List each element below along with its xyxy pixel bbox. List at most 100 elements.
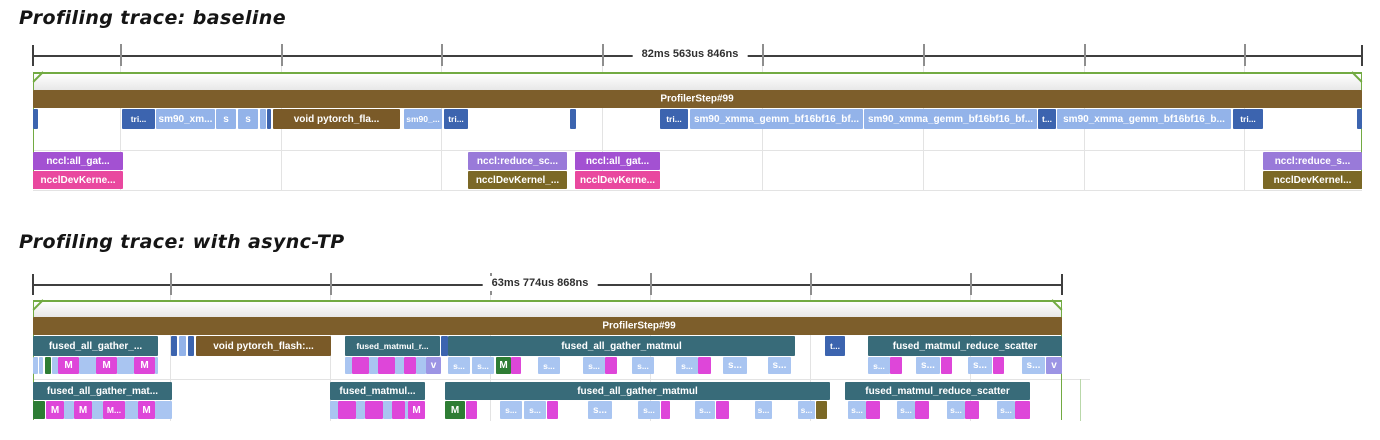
stream2-kernel-slice[interactable] bbox=[365, 401, 383, 419]
stream1-kernel-slice[interactable]: s... bbox=[723, 357, 747, 374]
nccl-kernel-slice[interactable]: ncclDevKernel_... bbox=[468, 171, 567, 189]
stream1-kernel-slice[interactable]: s... bbox=[472, 357, 494, 374]
stream1-kernel-slice[interactable] bbox=[404, 357, 416, 374]
stream1-kernel-slice[interactable] bbox=[941, 357, 952, 374]
stream2-kernel-slice[interactable] bbox=[64, 401, 74, 419]
stream1-kernel-slice[interactable] bbox=[416, 357, 426, 374]
gpu-kernel-slice[interactable]: t... bbox=[1038, 109, 1056, 129]
stream2-kernel-slice[interactable]: s... bbox=[638, 401, 660, 419]
gpu-kernel-slice[interactable]: void pytorch_fla... bbox=[273, 109, 400, 129]
nccl-op-slice[interactable]: nccl:all_gat... bbox=[575, 152, 660, 170]
nccl-op-slice[interactable]: nccl:reduce_sc... bbox=[468, 152, 567, 170]
stream1-kernel-slice[interactable]: M bbox=[58, 357, 79, 374]
gpu-kernel-slice[interactable]: sm90_xm... bbox=[156, 109, 215, 129]
gpu-kernel-slice[interactable]: sm90_... bbox=[404, 109, 442, 129]
stream1-op-slice[interactable]: fused_all_gather_... bbox=[33, 336, 158, 356]
stream1-kernel-slice[interactable]: s... bbox=[1022, 357, 1045, 374]
stream1-kernel-slice[interactable]: M bbox=[96, 357, 117, 374]
stream2-kernel-slice[interactable]: s... bbox=[798, 401, 815, 419]
nccl-op-slice[interactable]: nccl:all_gat... bbox=[33, 152, 123, 170]
stream2-kernel-slice[interactable]: s... bbox=[500, 401, 522, 419]
stream2-kernel-slice[interactable] bbox=[330, 401, 338, 419]
gpu-kernel-slice[interactable]: s bbox=[216, 109, 236, 129]
stream1-kernel-slice[interactable] bbox=[698, 357, 711, 374]
stream1-kernel-slice[interactable]: v bbox=[426, 357, 441, 374]
gpu-kernel-slice[interactable] bbox=[570, 109, 576, 129]
stream2-kernel-slice[interactable] bbox=[965, 401, 979, 419]
stream1-kernel-slice[interactable]: M bbox=[496, 357, 511, 374]
stream1-kernel-slice[interactable]: s... bbox=[868, 357, 890, 374]
gpu-kernel-slice[interactable]: tri... bbox=[660, 109, 688, 129]
stream1-op-slice[interactable]: void pytorch_flash:... bbox=[196, 336, 331, 356]
stream2-kernel-slice[interactable] bbox=[392, 401, 405, 419]
stream2-kernel-slice[interactable]: M bbox=[46, 401, 64, 419]
stream2-kernel-slice[interactable]: M bbox=[138, 401, 155, 419]
stream1-kernel-slice[interactable] bbox=[52, 357, 58, 374]
stream2-kernel-slice[interactable] bbox=[547, 401, 558, 419]
stream2-kernel-slice[interactable]: s... bbox=[848, 401, 866, 419]
stream1-kernel-slice[interactable] bbox=[395, 357, 404, 374]
gpu-kernel-slice[interactable] bbox=[1357, 109, 1362, 129]
stream1-kernel-slice[interactable]: s... bbox=[768, 357, 791, 374]
stream1-kernel-slice[interactable] bbox=[39, 357, 43, 374]
stream1-op-slice[interactable] bbox=[188, 336, 194, 356]
nccl-kernel-slice[interactable]: ncclDevKerne... bbox=[33, 171, 123, 189]
gpu-kernel-slice[interactable]: tri... bbox=[122, 109, 155, 129]
stream2-kernel-slice[interactable]: s... bbox=[695, 401, 715, 419]
stream1-kernel-slice[interactable] bbox=[511, 357, 521, 374]
stream1-op-slice[interactable]: fused_matmul_r... bbox=[345, 336, 440, 356]
stream1-kernel-slice[interactable] bbox=[117, 357, 134, 374]
stream2-kernel-slice[interactable] bbox=[816, 401, 827, 419]
stream2-kernel-slice[interactable] bbox=[338, 401, 356, 419]
stream1-kernel-slice[interactable] bbox=[378, 357, 395, 374]
stream1-kernel-slice[interactable] bbox=[33, 357, 38, 374]
stream2-kernel-slice[interactable] bbox=[405, 401, 408, 419]
stream1-op-slice[interactable]: fused_all_gather_matmul bbox=[448, 336, 795, 356]
stream1-kernel-slice[interactable]: M bbox=[134, 357, 155, 374]
stream1-kernel-slice[interactable] bbox=[45, 357, 51, 374]
stream2-kernel-slice[interactable] bbox=[1015, 401, 1030, 419]
stream2-op-slice[interactable]: fused_all_gather_matmul bbox=[445, 382, 830, 400]
stream1-kernel-slice[interactable]: s... bbox=[916, 357, 940, 374]
stream2-kernel-slice[interactable] bbox=[716, 401, 729, 419]
stream2-kernel-slice[interactable]: M bbox=[74, 401, 92, 419]
stream2-kernel-slice[interactable]: M bbox=[408, 401, 425, 419]
stream2-kernel-slice[interactable] bbox=[466, 401, 477, 419]
stream1-kernel-slice[interactable]: s... bbox=[632, 357, 654, 374]
stream2-op-slice[interactable]: fused_matmul_reduce_scatter bbox=[845, 382, 1030, 400]
stream2-kernel-slice[interactable] bbox=[356, 401, 365, 419]
stream1-kernel-slice[interactable]: s... bbox=[448, 357, 470, 374]
nccl-kernel-slice[interactable]: ncclDevKerne... bbox=[575, 171, 660, 189]
stream1-kernel-slice[interactable]: s... bbox=[583, 357, 605, 374]
stream2-kernel-slice[interactable] bbox=[383, 401, 392, 419]
stream2-kernel-slice[interactable]: M... bbox=[103, 401, 125, 419]
stream1-kernel-slice[interactable] bbox=[605, 357, 617, 374]
stream2-kernel-slice[interactable] bbox=[661, 401, 670, 419]
stream1-kernel-slice[interactable]: s... bbox=[676, 357, 698, 374]
gpu-kernel-slice[interactable]: sm90_xmma_gemm_bf16bf16_b... bbox=[1057, 109, 1231, 129]
profiler-step-slice[interactable]: ProfilerStep#99 bbox=[33, 90, 1362, 108]
nccl-op-slice[interactable]: nccl:reduce_s... bbox=[1263, 152, 1362, 170]
stream1-kernel-slice[interactable] bbox=[79, 357, 96, 374]
stream2-kernel-slice[interactable]: s... bbox=[588, 401, 612, 419]
stream1-op-slice[interactable]: fused_matmul_reduce_scatter bbox=[868, 336, 1062, 356]
stream1-kernel-slice[interactable] bbox=[369, 357, 378, 374]
stream1-op-slice[interactable] bbox=[441, 336, 448, 356]
stream2-kernel-slice[interactable] bbox=[92, 401, 103, 419]
stream1-op-slice[interactable] bbox=[179, 336, 186, 356]
nccl-kernel-slice[interactable]: ncclDevKernel... bbox=[1263, 171, 1362, 189]
gpu-kernel-slice[interactable]: sm90_xmma_gemm_bf16bf16_bf... bbox=[864, 109, 1037, 129]
stream2-kernel-slice[interactable]: s... bbox=[897, 401, 915, 419]
stream2-kernel-slice[interactable] bbox=[155, 401, 172, 419]
gpu-kernel-slice[interactable]: tri... bbox=[444, 109, 468, 129]
stream2-kernel-slice[interactable]: s... bbox=[947, 401, 965, 419]
stream2-op-slice[interactable]: fused_matmul... bbox=[330, 382, 425, 400]
gpu-kernel-slice[interactable]: s bbox=[238, 109, 258, 129]
stream2-kernel-slice[interactable] bbox=[33, 401, 45, 419]
stream2-kernel-slice[interactable] bbox=[915, 401, 929, 419]
stream2-kernel-slice[interactable] bbox=[125, 401, 138, 419]
stream2-kernel-slice[interactable] bbox=[866, 401, 880, 419]
gpu-kernel-slice[interactable] bbox=[260, 109, 266, 129]
stream1-op-slice[interactable] bbox=[171, 336, 177, 356]
stream1-kernel-slice[interactable]: v bbox=[1046, 357, 1062, 374]
